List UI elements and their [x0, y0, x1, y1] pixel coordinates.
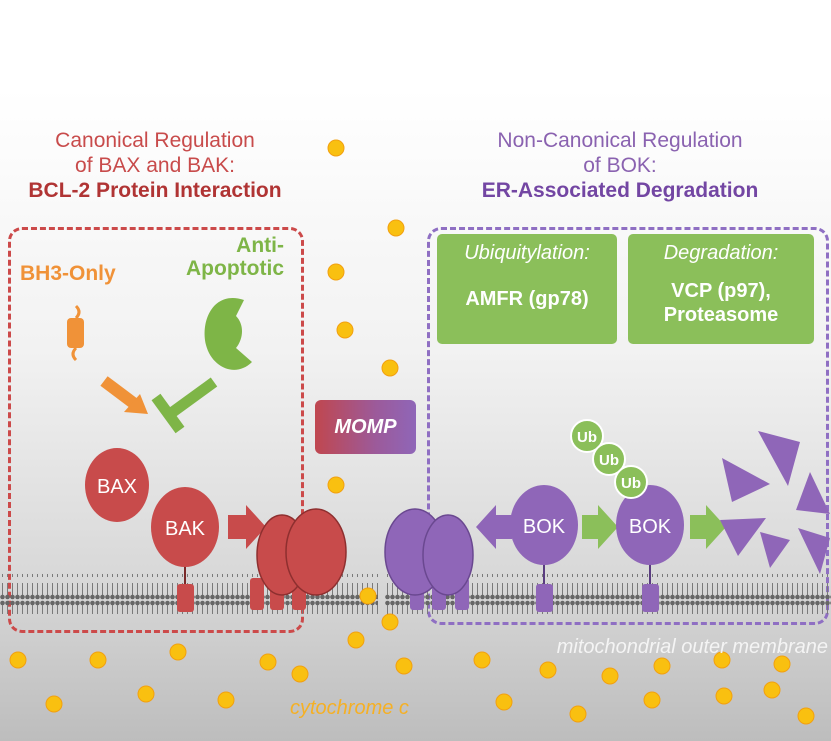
noncanonical-subtitle: ER-Associated Degradation	[481, 179, 759, 202]
canonical-title: Canonical Regulation of BAX and BAK: BCL…	[0, 128, 310, 203]
degradation-box: Degradation: VCP (p97), Proteasome	[628, 234, 814, 344]
canonical-subtitle: BCL-2 Protein Interaction	[28, 179, 282, 202]
degradation-body-line2: Proteasome	[663, 304, 779, 326]
ubiquitylation-arrow	[582, 505, 618, 549]
cytochrome-c-dot	[336, 321, 354, 339]
cytochrome-c-dot	[797, 707, 815, 725]
bak-oligomerization-arrow	[228, 505, 266, 549]
activation-arrow	[100, 376, 148, 414]
cytochrome-c-dot	[169, 643, 187, 661]
ubiquitin-3	[614, 465, 648, 499]
ubiquitin-label-2: Ub	[599, 452, 619, 469]
cytochrome-c-dot	[327, 476, 345, 494]
bok-label-1: BOK	[523, 516, 566, 538]
cytochrome-c-molecules	[9, 139, 815, 725]
cytochrome-c-dot	[217, 691, 235, 709]
cytochrome-c-dot	[381, 359, 399, 377]
bh3-only-protein	[67, 304, 84, 362]
noncanonical-title-line2: of BOK:	[583, 154, 657, 177]
cytochrome-c-dot	[653, 657, 671, 675]
noncanonical-title: Non-Canonical Regulation of BOK: ER-Asso…	[420, 128, 820, 203]
cytochrome-c-dot	[327, 263, 345, 281]
degradation-heading: Degradation:	[663, 242, 779, 264]
cytochrome-c-dot	[387, 219, 405, 237]
cytochrome-caption: cytochrome c	[290, 697, 409, 719]
bax-label: BAX	[97, 476, 137, 498]
cytochrome-c-dot	[569, 705, 587, 723]
bok-protein-1	[510, 485, 578, 612]
cytochrome-c-dot	[89, 651, 107, 669]
ubiquitin-label-3: Ub	[621, 475, 641, 492]
ubiquitin-chain: Ub Ub Ub	[570, 419, 648, 499]
bok-oligomer	[384, 508, 474, 610]
noncanonical-region-box	[427, 227, 829, 625]
cytochrome-c-dot	[473, 651, 491, 669]
degradation-arrow	[690, 505, 726, 549]
canonical-title-line1: Canonical Regulation	[55, 129, 255, 152]
cytochrome-c-dot	[773, 655, 791, 673]
membrane-caption: mitochondrial outer membrane	[556, 636, 828, 658]
degradation-body-line1: VCP (p97),	[671, 280, 771, 302]
cytochrome-c-dot	[713, 651, 731, 669]
momp-badge: MOMP	[315, 400, 416, 454]
cytochrome-c-dot	[359, 587, 377, 605]
anti-apoptotic-protein	[204, 298, 252, 370]
canonical-title-line2: of BAX and BAK:	[75, 154, 235, 177]
bh3-only-label: BH3-Only	[20, 262, 116, 285]
bok-oligomerization-arrow	[476, 505, 512, 549]
anti-apoptotic-label-line2: Apoptotic	[186, 257, 284, 280]
cytochrome-c-dot	[137, 685, 155, 703]
cytochrome-c-dot	[291, 665, 309, 683]
anti-apoptotic-label: Anti- Apoptotic	[168, 234, 284, 280]
bax-protein	[85, 448, 149, 522]
bok-label-2: BOK	[629, 516, 672, 538]
bak-protein	[151, 487, 219, 612]
ubiquitin-1	[570, 419, 604, 453]
ubiquitin-2	[592, 442, 626, 476]
degradation-body: VCP (p97), Proteasome	[628, 279, 814, 327]
ubiquitylation-heading: Ubiquitylation:	[464, 242, 590, 264]
cytochrome-c-dot	[347, 631, 365, 649]
degraded-bok-fragments	[720, 431, 830, 574]
ubiquitin-label-1: Ub	[577, 429, 597, 446]
cytochrome-c-dot	[643, 691, 661, 709]
cytochrome-c-dot	[45, 695, 63, 713]
canonical-region-box	[8, 227, 304, 633]
ubiquitylation-body: AMFR (gp78)	[465, 288, 589, 310]
cytochrome-c-dot	[327, 139, 345, 157]
inhibition-arrow	[151, 377, 218, 434]
cytochrome-c-dot	[9, 651, 27, 669]
bak-label: BAK	[165, 518, 206, 540]
cytochrome-c-dot	[495, 693, 513, 711]
cytochrome-c-dot	[763, 681, 781, 699]
cytochrome-c-dot	[715, 687, 733, 705]
ubiquitylation-box: Ubiquitylation: AMFR (gp78)	[437, 234, 617, 344]
noncanonical-title-line1: Non-Canonical Regulation	[497, 129, 743, 152]
cytochrome-c-dot	[601, 667, 619, 685]
cytochrome-c-dot	[381, 613, 399, 631]
cytochrome-c-dot	[539, 661, 557, 679]
cytochrome-c-dot	[395, 657, 413, 675]
cytochrome-c-dot	[259, 653, 277, 671]
anti-apoptotic-label-line1: Anti-	[236, 234, 284, 257]
bok-protein-2	[616, 485, 684, 612]
bax-bak-oligomer	[250, 508, 347, 610]
